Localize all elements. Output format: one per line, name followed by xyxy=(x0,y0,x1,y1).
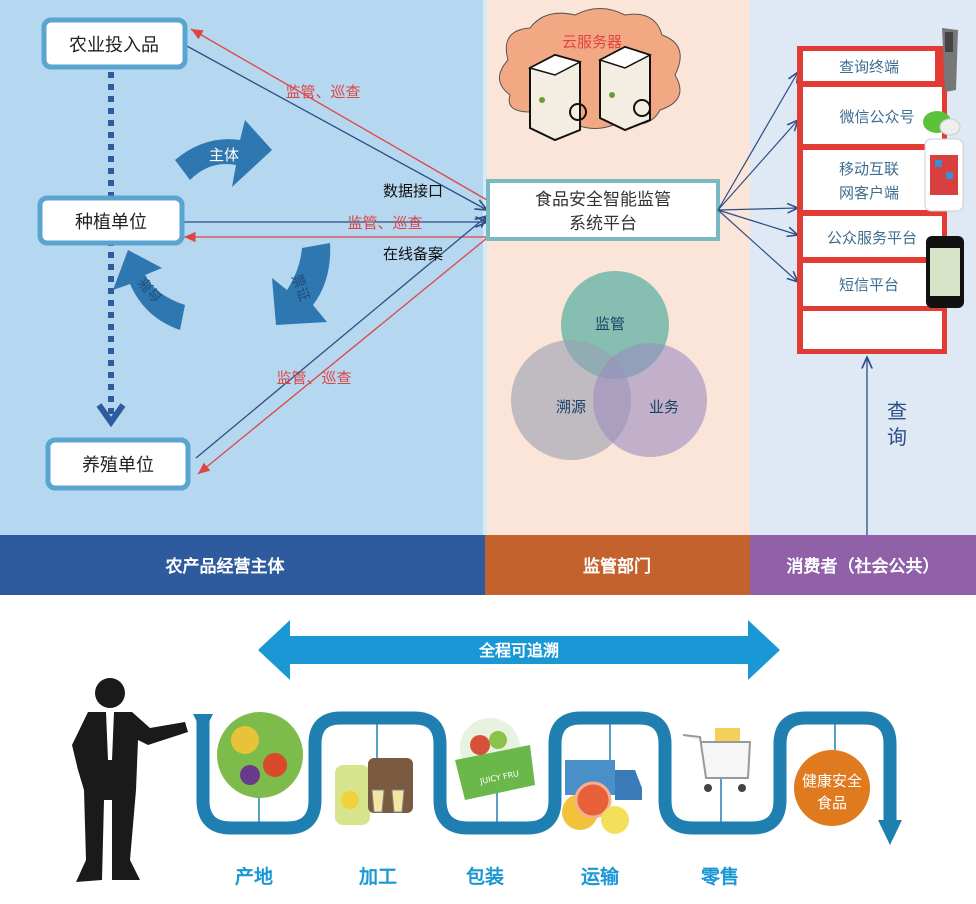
svg-text:种植单位: 种植单位 xyxy=(75,212,147,233)
supervise-label: 监管、巡查 xyxy=(276,369,351,387)
supply-chain-path xyxy=(196,711,897,835)
svg-text:公众服务平台: 公众服务平台 xyxy=(827,229,917,247)
breeding-box[interactable]: 养殖单位 xyxy=(45,437,191,491)
cloud-server-icon: 云服务器 xyxy=(499,8,681,142)
venn-supervise: 监管 xyxy=(595,315,625,333)
band-consumers-label: 消费者（社会公共） xyxy=(787,556,940,577)
cloud-server-label: 云服务器 xyxy=(562,33,622,51)
businessman-icon xyxy=(72,678,188,882)
channel-wechat[interactable]: 微信公众号 xyxy=(803,87,942,144)
shopping-cart-icon xyxy=(682,728,752,792)
online-filing-label: 在线备案 xyxy=(383,245,443,263)
band-regulator xyxy=(485,535,750,595)
step-retail: 零售 xyxy=(700,865,739,888)
flow-start-icon xyxy=(193,714,213,734)
smartphone-icon xyxy=(924,138,964,212)
ticket-arrow: 票证 xyxy=(272,243,331,325)
inputs-box[interactable]: 农业投入品 xyxy=(41,17,188,70)
svg-text:系统平台: 系统平台 xyxy=(569,214,637,234)
band-producers-label: 农产品经营主体 xyxy=(165,556,286,577)
band-consumers xyxy=(750,535,976,595)
svg-text:食品: 食品 xyxy=(817,794,847,812)
svg-text:全程可追溯: 全程可追溯 xyxy=(478,641,559,660)
processing-image xyxy=(335,758,413,825)
svg-text:食品安全智能监管: 食品安全智能监管 xyxy=(535,190,671,210)
svg-text:养殖单位: 养殖单位 xyxy=(82,454,154,476)
wechat-icon xyxy=(923,111,961,136)
data-interface-label: 数据接口 xyxy=(383,182,443,200)
svg-text:网客户端: 网客户端 xyxy=(839,184,899,202)
traceable-arrow: 全程可追溯 xyxy=(258,620,780,680)
channel-public-service[interactable]: 公众服务平台 xyxy=(803,216,942,257)
chevron-down-icon xyxy=(96,403,126,428)
supervise-label: 监管、巡查 xyxy=(347,214,422,232)
produce-image xyxy=(217,712,303,798)
supervise-label: 监管、巡查 xyxy=(285,83,360,101)
svg-text:农业投入品: 农业投入品 xyxy=(69,35,159,56)
step-packaging: 包装 xyxy=(466,865,504,888)
query-label: 询 xyxy=(887,425,907,449)
svg-text:微信公众号: 微信公众号 xyxy=(839,108,914,126)
flow-end-arrow-icon xyxy=(878,820,902,845)
transport-image xyxy=(562,760,642,834)
band-producers xyxy=(0,535,485,595)
platform-box[interactable]: 食品安全智能监管 系统平台 xyxy=(486,179,720,241)
svg-text:健康安全: 健康安全 xyxy=(802,772,862,790)
step-transport: 运输 xyxy=(581,865,620,888)
packaging-image: JUICY FRU xyxy=(455,718,535,800)
channel-sms[interactable]: 短信平台 xyxy=(803,263,942,306)
svg-text:移动互联: 移动互联 xyxy=(839,160,899,178)
subject-arrow: 主体 xyxy=(175,120,272,187)
step-origin: 产地 xyxy=(235,865,273,888)
planting-box[interactable]: 种植单位 xyxy=(37,195,185,246)
band-regulator-label: 监管部门 xyxy=(583,556,651,577)
step-processing: 加工 xyxy=(358,866,397,888)
query-label: 查 xyxy=(887,399,907,423)
channel-query-terminal[interactable]: 查询终端 xyxy=(803,51,935,81)
svg-text:短信平台: 短信平台 xyxy=(839,276,899,294)
venn-business: 业务 xyxy=(649,398,679,416)
venn-diagram: 监管 溯源 业务 xyxy=(511,271,707,460)
healthy-food-badge: 健康安全 食品 xyxy=(794,750,870,826)
iphone-icon xyxy=(926,236,964,308)
svg-text:查询终端: 查询终端 xyxy=(839,58,899,76)
svg-text:主体: 主体 xyxy=(209,146,239,164)
kiosk-icon xyxy=(942,28,958,92)
venn-trace: 溯源 xyxy=(556,398,586,416)
